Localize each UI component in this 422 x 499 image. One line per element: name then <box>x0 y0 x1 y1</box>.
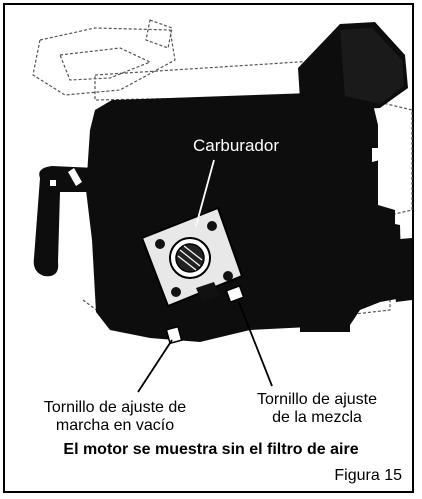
idle-adjust-screw-label: Tornillo de ajuste de marcha en vacío <box>20 399 210 435</box>
engine-highlights <box>50 148 380 186</box>
figure-number: Figura 15 <box>334 467 402 484</box>
carburetor-label: Carburador <box>193 136 279 155</box>
mixture-label-line2: de la mezcla <box>272 409 362 426</box>
idle-label-line1: Tornillo de ajuste de <box>43 399 187 416</box>
leader-lines <box>137 159 273 393</box>
mixture-adjust-screw-label: Tornillo de ajuste de la mezcla <box>232 391 402 427</box>
figure-caption: El motor se muestra sin el filtro de air… <box>63 441 359 458</box>
idle-label-line2: marcha en vacío <box>55 417 175 434</box>
carburetor <box>140 206 245 345</box>
engine-body <box>33 22 412 342</box>
mixture-label-line1: Tornillo de ajuste <box>256 391 378 408</box>
